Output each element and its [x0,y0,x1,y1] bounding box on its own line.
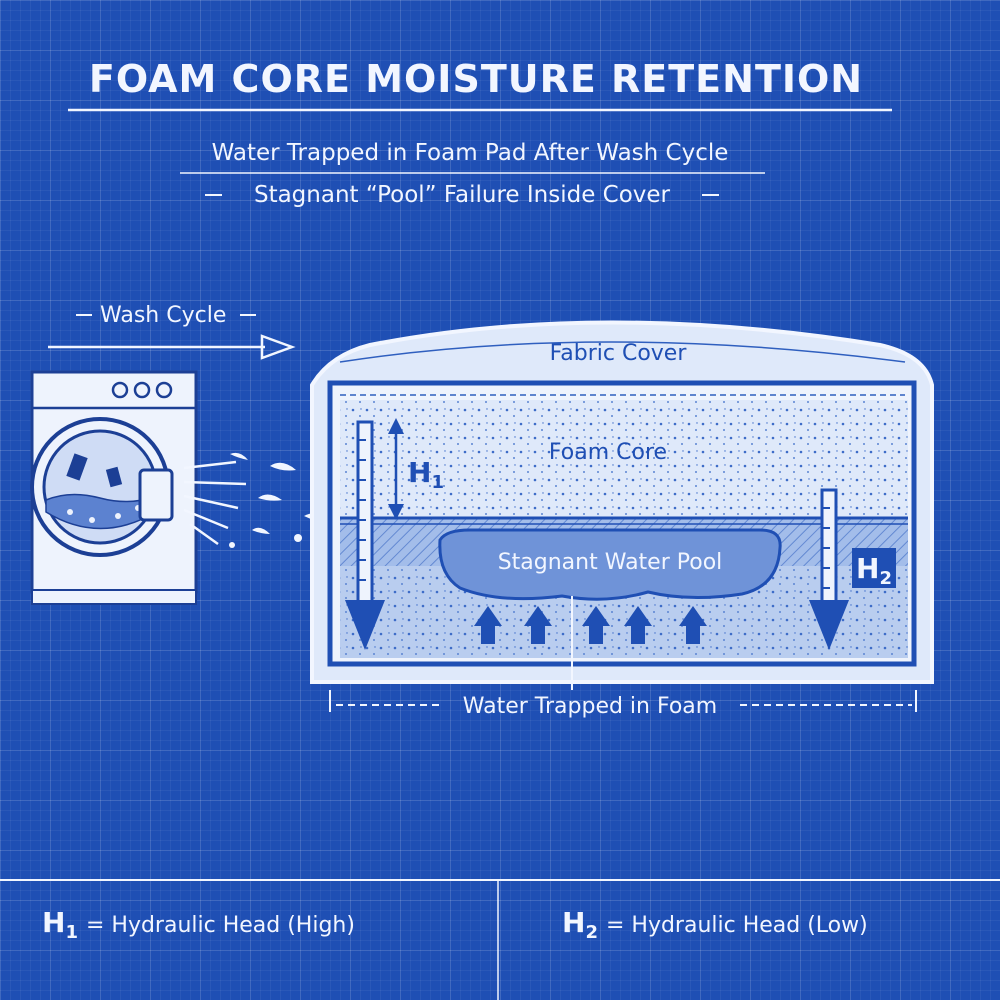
legend-h1-text: = Hydraulic Head (High) [86,913,355,938]
h2-label-box [852,548,896,588]
subtitle-secondary: Stagnant “Pool” Failure Inside Cover [254,182,671,208]
left-head-gauge [345,420,385,650]
legend-h1-sub: 1 [65,922,78,943]
legend-h2: H2 = Hydraulic Head (Low) [562,906,868,943]
svg-text:H1: H1 [408,456,444,493]
stagnant-water-pool [438,528,782,601]
subtitle-primary: Water Trapped in Foam Pad After Wash Cyc… [212,140,729,166]
foam-core-label: Foam Core [549,440,667,465]
legend-h2-text: = Hydraulic Head (Low) [606,913,868,938]
arrow-up-icon [582,606,610,644]
fabric-cover-label: Fabric Cover [550,341,688,366]
water-droplet-icon [294,534,302,542]
water-droplet-icon [270,462,296,471]
water-droplet-icon [229,542,235,548]
h1-dimension: H1 [388,418,444,520]
page-title: FOAM CORE MOISTURE RETENTION [89,57,863,101]
wash-cycle-label: Wash Cycle [100,303,226,328]
h1-label-sub: 1 [431,472,444,493]
arrow-up-icon [524,606,552,644]
svg-text:H2: H2 [856,552,892,589]
h2-label: H [856,552,879,585]
legend-h1-symbol: H [42,906,65,939]
legend-h1: H1 = Hydraulic Head (High) [42,906,355,943]
subtitle-secondary-group: Stagnant “Pool” Failure Inside Cover [205,182,719,208]
arrow-down-icon [809,600,849,650]
h1-label: H [408,456,431,489]
trapped-caption: Water Trapped in Foam [463,694,717,719]
legend: H1= Hydraulic Head (High) H2= Hydraulic … [0,879,1000,1000]
trapped-dimension [329,690,917,712]
water-droplet-icon [252,527,270,534]
pool-label: Stagnant Water Pool [498,550,723,575]
legend-h2-symbol: H [562,906,585,939]
arrow-down-icon [345,600,385,650]
wash-cycle-arrowhead [260,334,296,360]
foam-core [340,400,908,520]
h2-label-sub: 2 [879,568,892,589]
water-droplet-icon [230,452,248,460]
fabric-cover-seam [339,341,906,363]
right-head-gauge [809,488,849,650]
arrow-up-icon [679,606,707,644]
washing-machine-icon [30,370,198,605]
arrow-up-icon [624,606,652,644]
water-spray [183,452,336,548]
water-droplet-icon [258,494,282,501]
arrow-up-icon [474,606,502,644]
upward-arrows [474,606,707,644]
wash-cycle-callout: Wash Cycle [48,303,296,360]
legend-h2-sub: 2 [585,922,598,943]
